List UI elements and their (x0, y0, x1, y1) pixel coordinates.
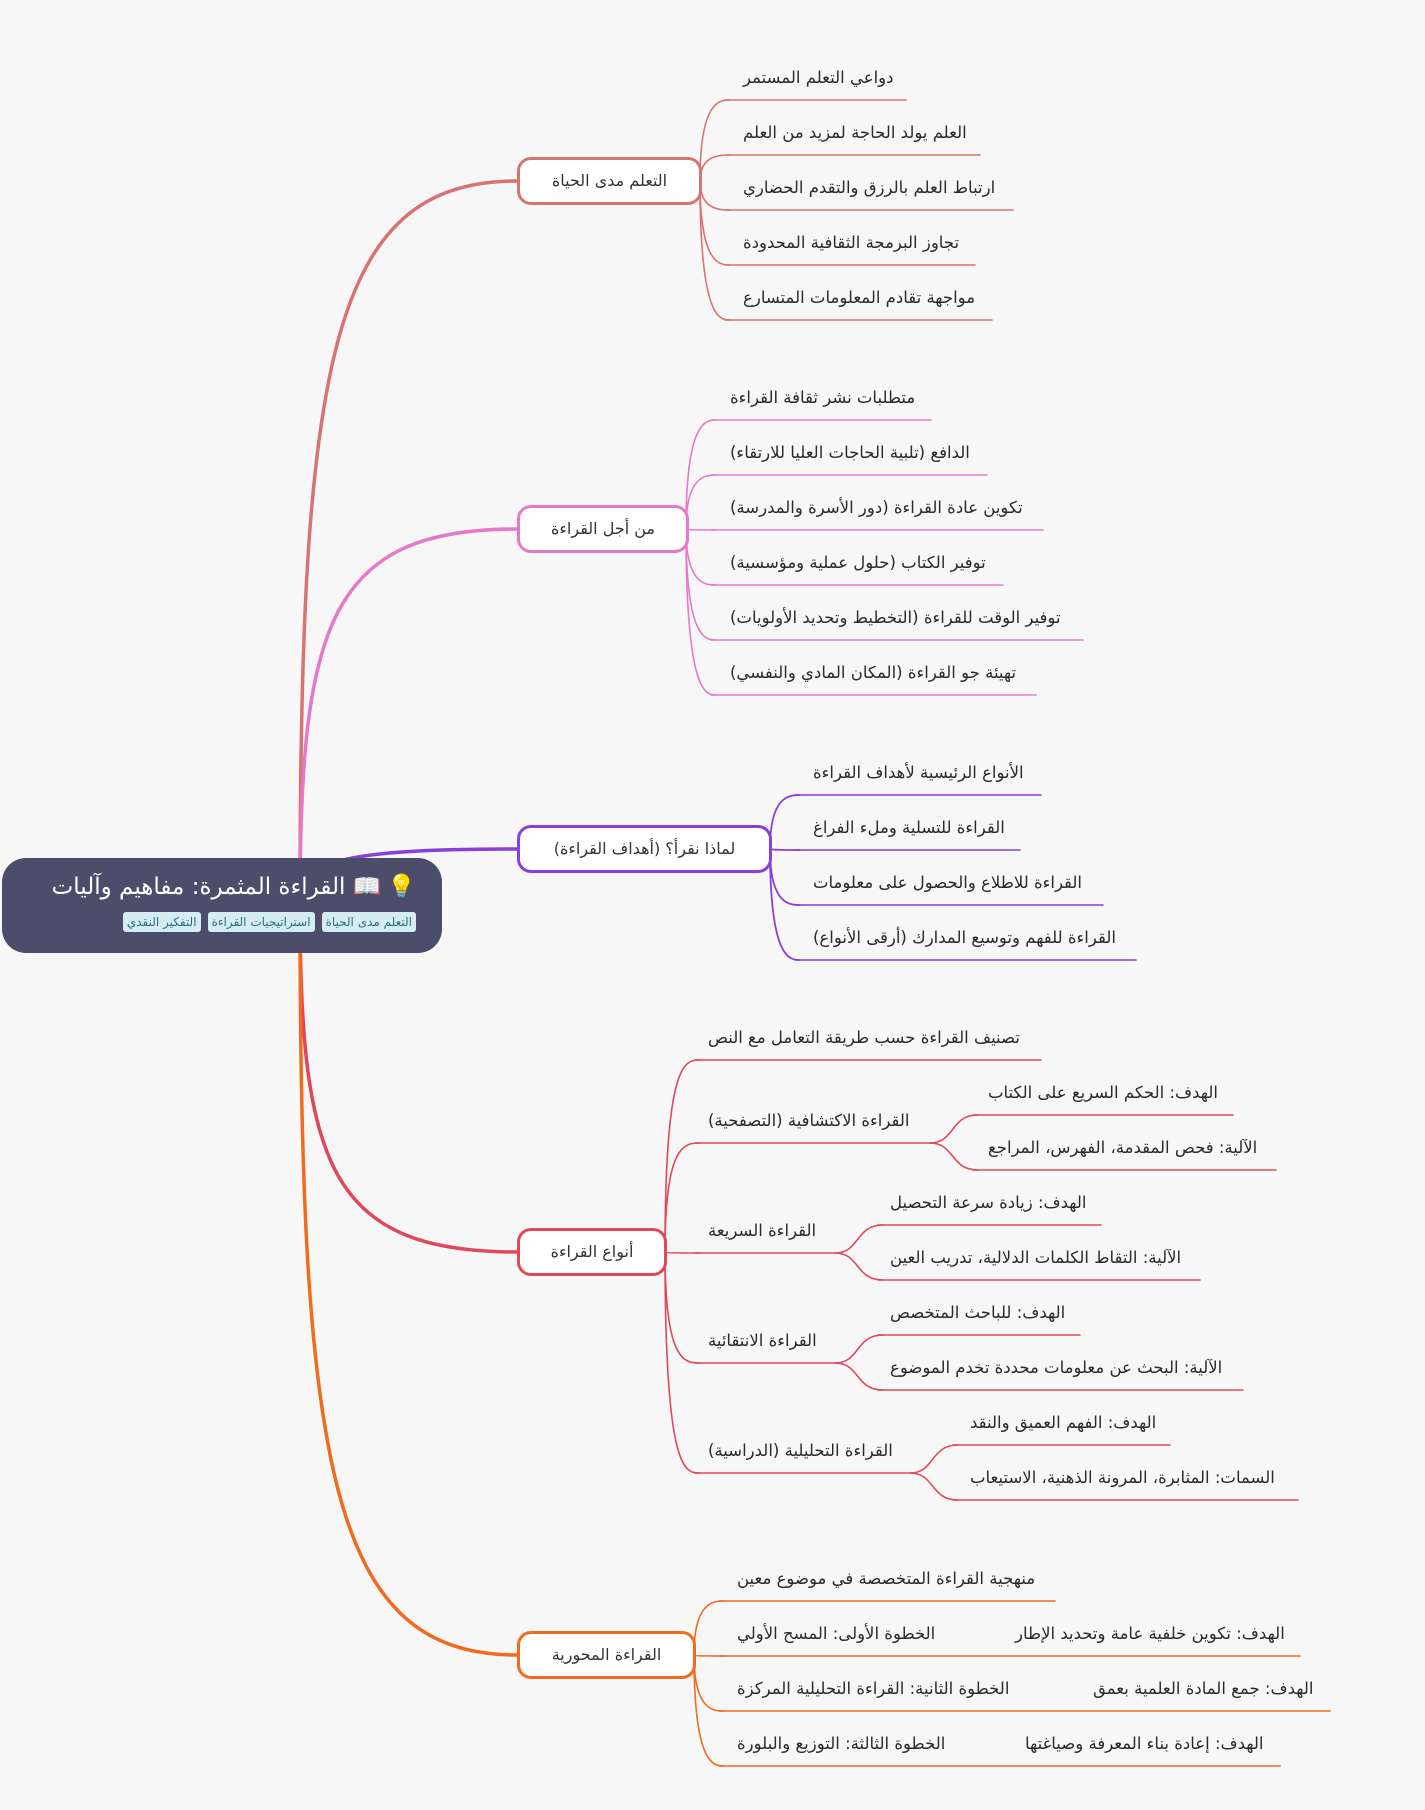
connector-line (699, 154, 731, 182)
leaf-item[interactable]: القراءة للفهم وتوسيع المدارك (أرقى الأنو… (813, 928, 1116, 947)
connector-line (664, 1059, 701, 1253)
branch-for-reading[interactable]: من أجل القراءة (517, 505, 689, 553)
leaf-item[interactable]: الهدف: للباحث المتخصص (890, 1303, 1066, 1322)
connector-line (685, 528, 717, 696)
connector-line (834, 1362, 884, 1391)
leaf-item[interactable]: الآلية: فحص المقدمة، الفهرس، المراجع (988, 1138, 1258, 1157)
connector-line (685, 474, 717, 530)
connector-line (834, 1334, 884, 1364)
connector-line (699, 180, 731, 266)
leaf-item[interactable]: الهدف: جمع المادة العلمية بعمق (1093, 1679, 1314, 1698)
tag-reading-strategies[interactable]: استراتيجيات القراءة (207, 912, 315, 932)
connector-line (834, 1252, 884, 1281)
leaf-item[interactable]: الهدف: الفهم العميق والنقد (970, 1413, 1157, 1432)
branch-lifelong-learning[interactable]: التعلم مدى الحياة (517, 157, 702, 205)
sub-branch[interactable]: الخطوة الأولى: المسح الأولي (737, 1624, 936, 1643)
root-title: القراءة المثمرة: مفاهيم وآليات (51, 874, 346, 900)
sub-branch[interactable]: الخطوة الثالثة: التوزيع والبلورة (737, 1734, 946, 1753)
tag-lifelong-learning[interactable]: التعلم مدى الحياة (321, 912, 416, 932)
sub-branch[interactable]: القراءة الاكتشافية (التصفحية) (708, 1111, 910, 1130)
leaf-item[interactable]: الآلية: التقاط الكلمات الدلالية، تدريب ا… (890, 1248, 1182, 1267)
connector-line (664, 1251, 701, 1474)
connector-line (685, 528, 717, 586)
root-title-row: 💡📖 القراءة المثمرة: مفاهيم وآليات (28, 872, 416, 902)
leaf-item[interactable]: تهيئة جو القراءة (المكان المادي والنفسي) (730, 663, 1017, 682)
connector-line (769, 794, 801, 850)
root-connector (298, 903, 519, 1657)
connector-line (769, 848, 801, 906)
leaf-item[interactable]: القراءة للاطلاع والحصول على معلومات (813, 873, 1083, 892)
leaf-item[interactable]: تكوين عادة القراءة (دور الأسرة والمدرسة) (730, 498, 1023, 517)
connector-line (664, 1251, 701, 1364)
leaf-item[interactable]: القراءة للتسلية وملء الفراغ (813, 818, 1005, 837)
tag-critical-thinking[interactable]: التفكير النقدي (122, 912, 201, 932)
branch-why-read[interactable]: لماذا نقرأ؟ (أهداف القراءة) (517, 825, 772, 873)
sub-branch[interactable]: القراءة السريعة (708, 1221, 817, 1240)
connector-line (929, 1114, 979, 1144)
connector-line (834, 1224, 884, 1254)
leaf-item[interactable]: توفير الكتاب (حلول عملية ومؤسسية) (730, 553, 986, 572)
branch-thematic-reading[interactable]: القراءة المحورية (517, 1631, 696, 1679)
connector-line (664, 1142, 701, 1253)
sub-branch[interactable]: القراءة الانتقائية (708, 1331, 817, 1350)
leaf-item[interactable]: متطلبات نشر ثقافة القراءة (730, 388, 916, 407)
leaf-item[interactable]: توفير الوقت للقراءة (التخطيط وتحديد الأو… (730, 608, 1061, 627)
leaf-item[interactable]: منهجية القراءة المتخصصة في موضوع معين (737, 1569, 1036, 1588)
connector-line (693, 1654, 725, 1712)
light-bulb-icon: 💡 (387, 874, 416, 900)
leaf-item[interactable]: الهدف: الحكم السريع على الكتاب (988, 1083, 1219, 1102)
leaf-item[interactable]: الآلية: البحث عن معلومات محددة تخدم المو… (890, 1358, 1223, 1377)
sub-branch[interactable]: الخطوة الثانية: القراءة التحليلية المركز… (737, 1679, 1010, 1698)
connector-line (693, 1600, 725, 1656)
leaf-item[interactable]: مواجهة تقادم المعلومات المتسارع (743, 288, 976, 307)
root-connector (298, 179, 519, 907)
root-tags: التعلم مدى الحياة استراتيجيات القراءة ال… (28, 912, 416, 932)
leaf-item[interactable]: الدافع (تلبية الحاجات العليا للارتقاء) (730, 443, 970, 462)
leaf-item[interactable]: العلم يولد الحاجة لمزيد من العلم (743, 123, 967, 142)
leaf-item[interactable]: الهدف: تكوين خلفية عامة وتحديد الإطار (1015, 1624, 1285, 1643)
open-book-icon: 📖 (352, 874, 382, 900)
connector-line (699, 180, 731, 321)
connector-line (929, 1142, 979, 1171)
leaf-item[interactable]: الهدف: زيادة سرعة التحصيل (890, 1193, 1087, 1212)
connector-line (699, 180, 731, 211)
connector-line (909, 1472, 959, 1501)
leaf-item[interactable]: تصنيف القراءة حسب طريقة التعامل مع النص (708, 1028, 1020, 1047)
connector-line (699, 99, 731, 182)
leaf-item[interactable]: ارتباط العلم بالرزق والتقدم الحضاري (743, 178, 996, 197)
branch-reading-types[interactable]: أنواع القراءة (517, 1228, 667, 1276)
leaf-item[interactable]: السمات: المثابرة، المرونة الذهنية، الاست… (970, 1468, 1275, 1487)
leaf-item[interactable]: دواعي التعلم المستمر (743, 68, 894, 87)
leaf-item[interactable]: الأنواع الرئيسية لأهداف القراءة (813, 763, 1024, 782)
root-connector (298, 903, 519, 1254)
sub-branch[interactable]: القراءة التحليلية (الدراسية) (708, 1441, 893, 1460)
leaf-item[interactable]: الهدف: إعادة بناء المعرفة وصياغتها (1025, 1734, 1264, 1753)
root-node[interactable]: 💡📖 القراءة المثمرة: مفاهيم وآليات التعلم… (2, 858, 442, 953)
root-connector (298, 527, 519, 907)
connector-line (909, 1444, 959, 1474)
leaf-item[interactable]: تجاوز البرمجة الثقافية المحدودة (743, 233, 960, 252)
